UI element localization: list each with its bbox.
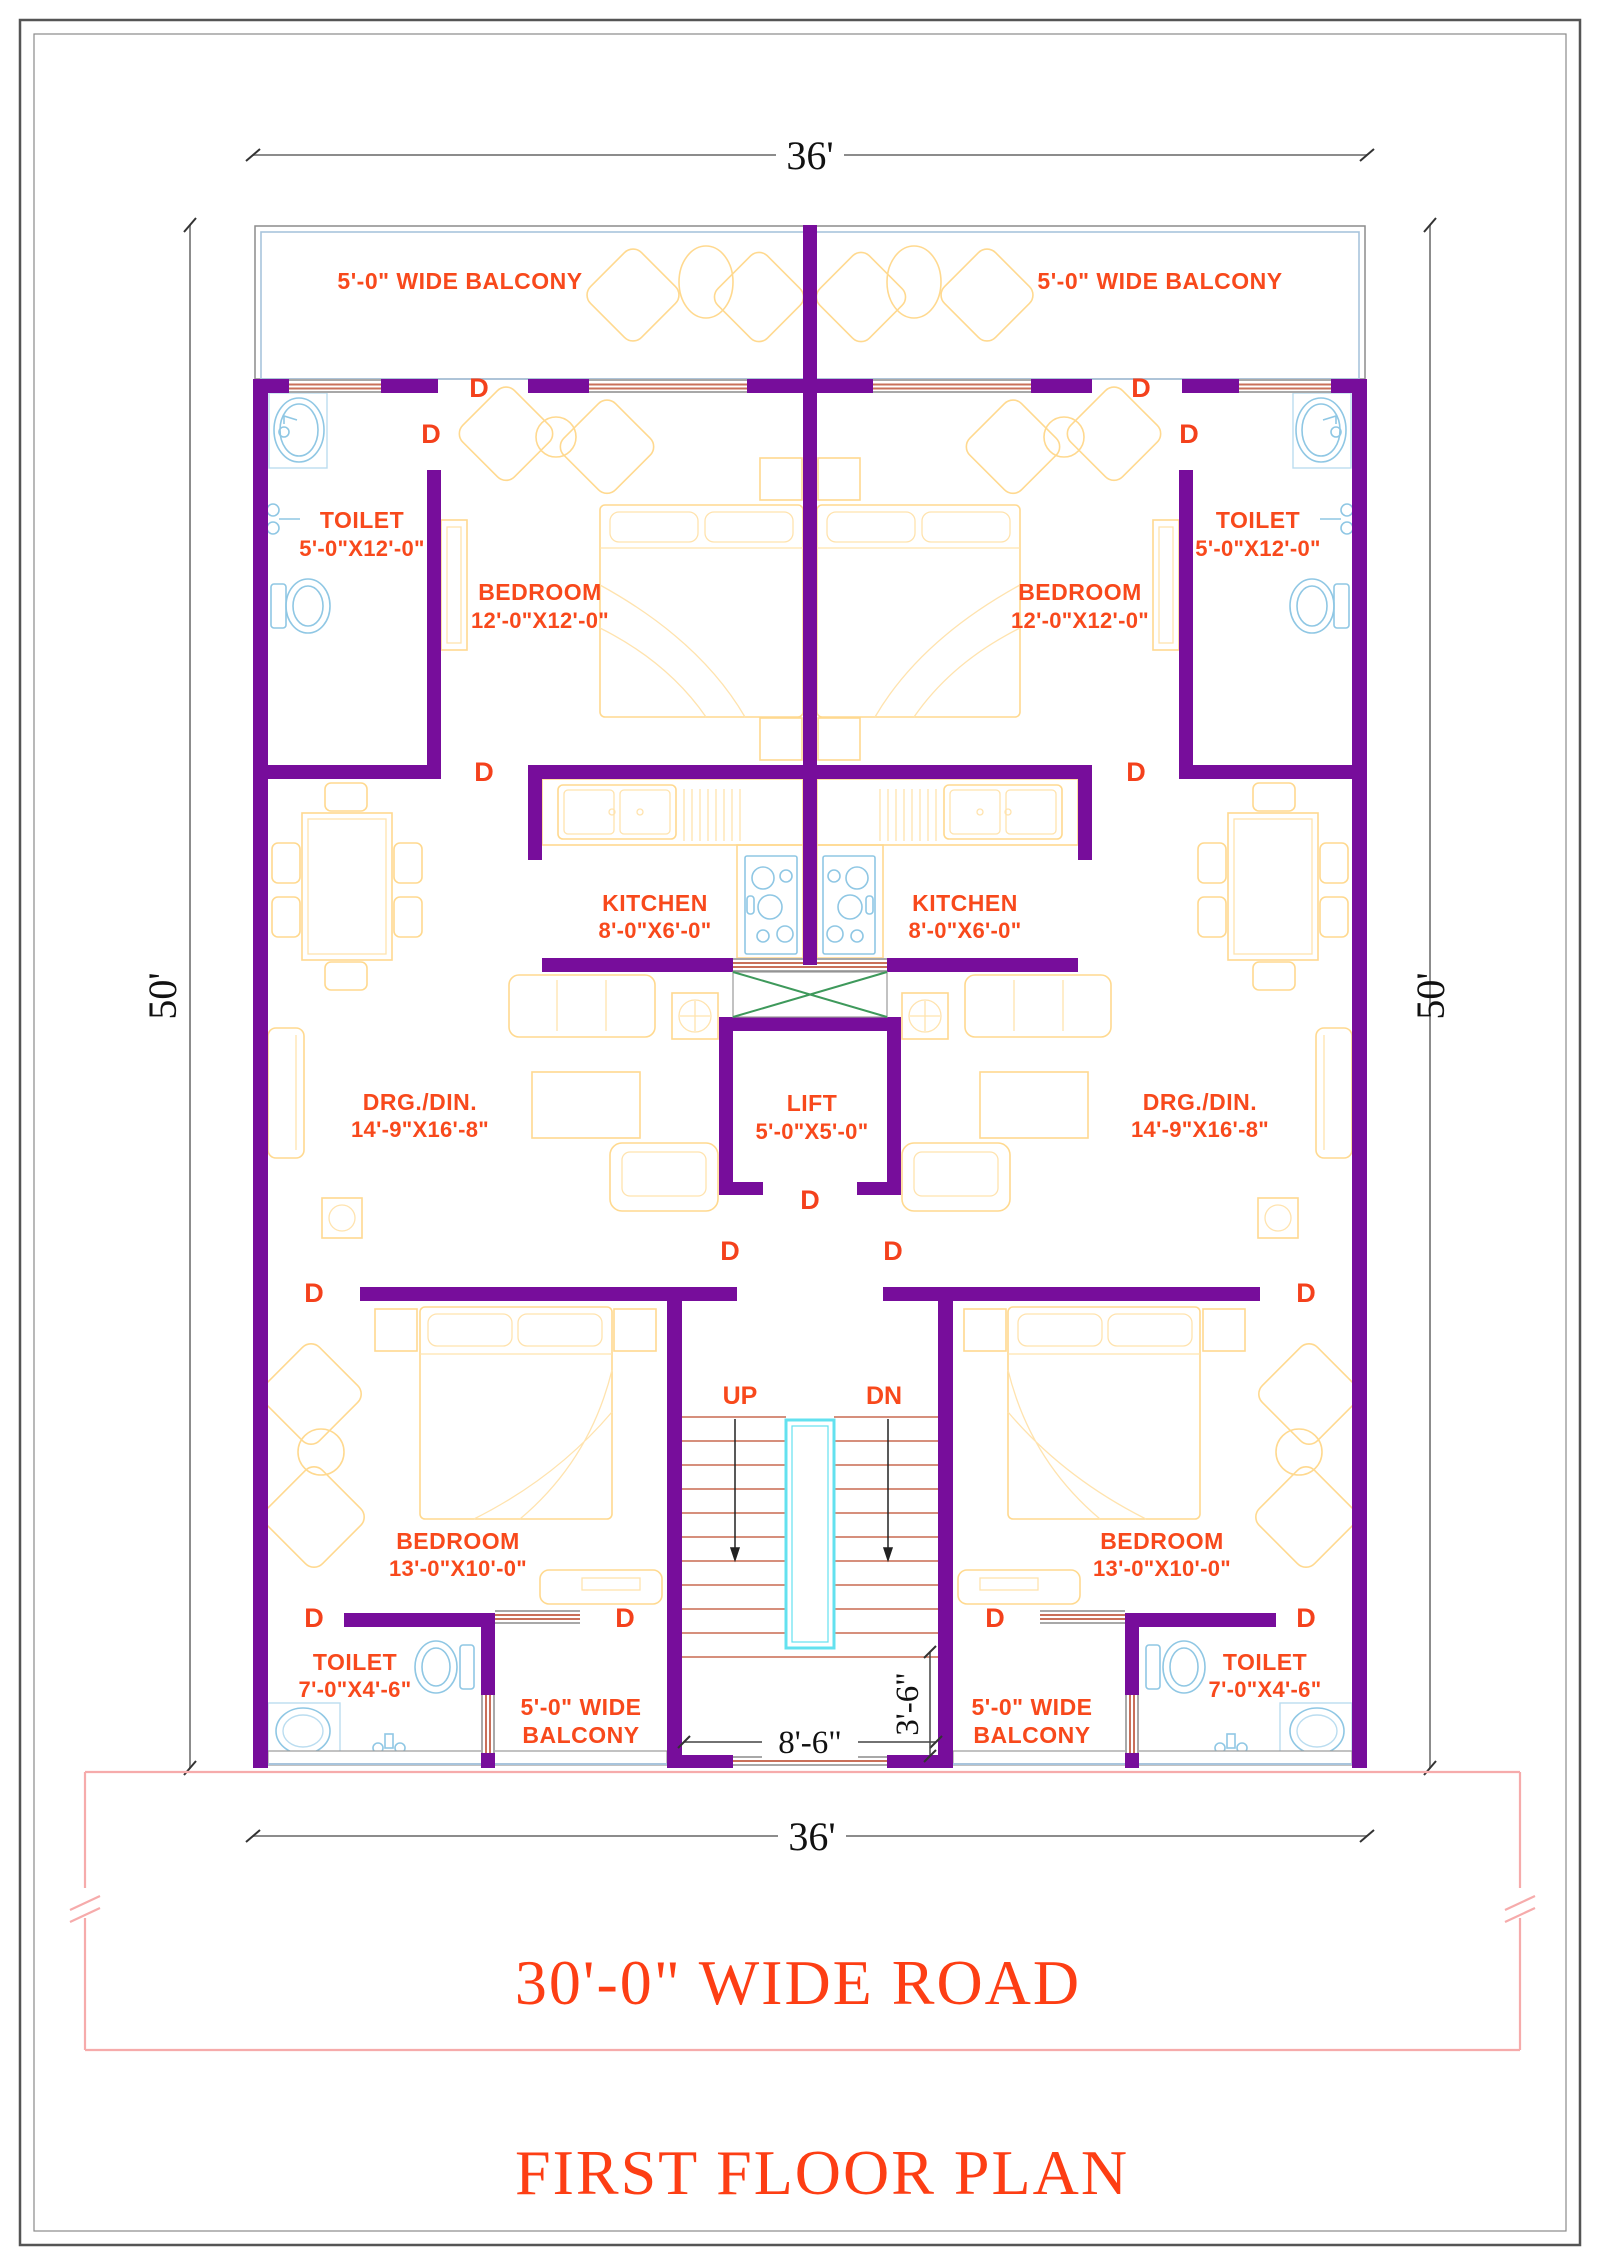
label-bedroom-top-left: BEDROOM: [478, 579, 602, 605]
door-label: D: [615, 1603, 635, 1633]
stairs-dn-label: DN: [866, 1382, 902, 1410]
furniture-left-half: [260, 245, 805, 1762]
svg-text:BALCONY: BALCONY: [522, 1722, 639, 1748]
dim-top: 36': [786, 133, 833, 178]
label-bedroom-top-right: BEDROOM: [1018, 579, 1142, 605]
door-label: D: [800, 1185, 820, 1215]
svg-text:8'-0"X6'-0": 8'-0"X6'-0": [909, 918, 1022, 943]
stairs-up-label: UP: [723, 1382, 758, 1410]
page-border: [18, 18, 1582, 2247]
svg-text:7'-0"X4'-6": 7'-0"X4'-6": [1209, 1677, 1322, 1702]
windows: [289, 379, 1331, 1624]
door-label: D: [1296, 1278, 1316, 1308]
door-label: D: [421, 419, 441, 449]
door-label: D: [985, 1603, 1005, 1633]
dimension-lines: 36' 36' 50' 50' 8'-6" 3'-6": [140, 133, 1453, 1859]
label-balcony-bottom-left: 5'-0" WIDE: [520, 1694, 641, 1720]
door-label: D: [1179, 419, 1199, 449]
label-balcony-top-left: 5'-0" WIDE BALCONY: [337, 268, 582, 294]
label-kitchen-left: KITCHEN: [602, 890, 708, 916]
label-balcony-top-right: 5'-0" WIDE BALCONY: [1037, 268, 1282, 294]
lift-shaft-cross: [732, 971, 888, 1018]
bottom-edge: [253, 1750, 1367, 1766]
svg-text:14'-9"X16'-8": 14'-9"X16'-8": [351, 1117, 489, 1142]
label-lift: LIFT: [787, 1090, 838, 1116]
door-label: D: [1131, 373, 1151, 403]
svg-text:5'-0"X12'-0": 5'-0"X12'-0": [1195, 536, 1320, 561]
label-toilet-bottom-left: TOILET: [313, 1649, 397, 1675]
door-label: D: [883, 1236, 903, 1266]
dim-right: 50': [1408, 972, 1453, 1019]
door-label: D: [1126, 757, 1146, 787]
room-labels: 5'-0" WIDE BALCONY 5'-0" WIDE BALCONY TO…: [299, 268, 1322, 1748]
svg-text:5'-0"X5'-0": 5'-0"X5'-0": [756, 1119, 869, 1144]
door-label: D: [474, 757, 494, 787]
dim-left: 50': [140, 972, 185, 1019]
walls: [253, 225, 1367, 1768]
door-label: D: [469, 373, 489, 403]
staircase: UP DN: [682, 1382, 938, 1658]
label-kitchen-right: KITCHEN: [912, 890, 1018, 916]
svg-text:7'-0"X4'-6": 7'-0"X4'-6": [299, 1677, 412, 1702]
page-title: FIRST FLOOR PLAN: [515, 2137, 1129, 2208]
svg-text:5'-0"X12'-0": 5'-0"X12'-0": [299, 536, 424, 561]
road-label: 30'-0" WIDE ROAD: [515, 1947, 1081, 2018]
svg-text:13'-0"X10'-0": 13'-0"X10'-0": [389, 1556, 527, 1581]
svg-text:13'-0"X10'-0": 13'-0"X10'-0": [1093, 1556, 1231, 1581]
svg-text:8'-0"X6'-0": 8'-0"X6'-0": [599, 918, 712, 943]
door-label: D: [720, 1236, 740, 1266]
dim-stair-width: 8'-6": [778, 1725, 841, 1761]
svg-text:12'-0"X12'-0": 12'-0"X12'-0": [471, 608, 609, 633]
dim-stair-depth: 3'-6": [890, 1672, 926, 1735]
label-toilet-bottom-right: TOILET: [1223, 1649, 1307, 1675]
road: 30'-0" WIDE ROAD: [69, 1770, 1536, 2052]
door-label: D: [304, 1278, 324, 1308]
door-label: D: [304, 1603, 324, 1633]
label-bedroom-bottom-right: BEDROOM: [1100, 1528, 1224, 1554]
svg-text:12'-0"X12'-0": 12'-0"X12'-0": [1011, 608, 1149, 633]
label-drg-din-left: DRG./DIN.: [363, 1089, 477, 1115]
svg-text:14'-9"X16'-8": 14'-9"X16'-8": [1131, 1117, 1269, 1142]
label-toilet-top-left: TOILET: [320, 507, 404, 533]
toilet-windows: [481, 1695, 1139, 1766]
dim-bottom: 36': [788, 1814, 835, 1859]
label-drg-din-right: DRG./DIN.: [1143, 1089, 1257, 1115]
label-balcony-bottom-right: 5'-0" WIDE: [971, 1694, 1092, 1720]
label-bedroom-bottom-left: BEDROOM: [396, 1528, 520, 1554]
door-label: D: [1296, 1603, 1316, 1633]
label-toilet-top-right: TOILET: [1216, 507, 1300, 533]
svg-text:BALCONY: BALCONY: [973, 1722, 1090, 1748]
